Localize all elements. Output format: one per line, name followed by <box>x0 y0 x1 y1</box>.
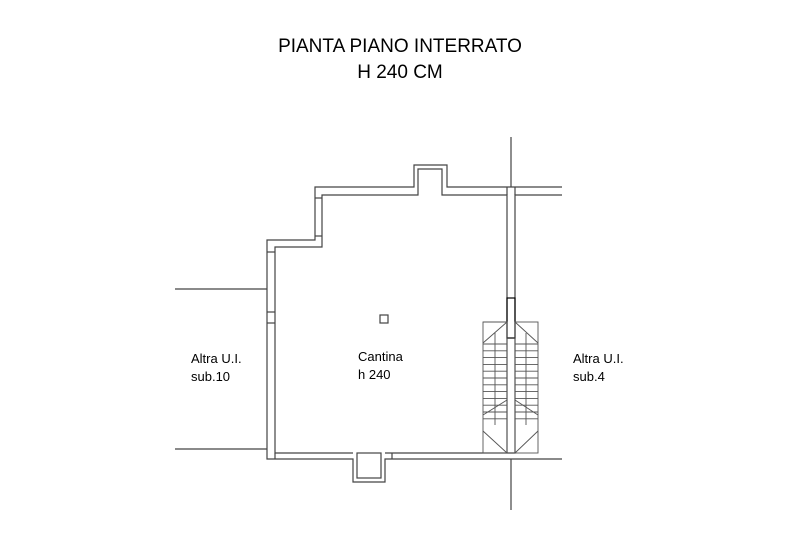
stair-divider <box>506 297 516 339</box>
plan-height: H 240 CM <box>357 62 443 83</box>
room-name: Altra U.I. <box>573 351 624 366</box>
room-label-cantina: Cantina h 240 <box>358 348 403 384</box>
pillar <box>379 314 389 324</box>
wall-inner <box>385 194 562 454</box>
room-name: Cantina <box>358 349 403 364</box>
room-sub: sub.10 <box>191 369 231 384</box>
room-sub: sub.4 <box>573 369 605 384</box>
wall-inner-2 <box>274 168 508 454</box>
plan-title: PIANTA PIANO INTERRATO <box>278 36 522 57</box>
room-name: Altra U.I. <box>191 351 242 366</box>
wall-outer <box>266 164 562 483</box>
staircase <box>482 321 539 454</box>
room-label-altra-ui-sub4: Altra U.I. sub.4 <box>573 350 624 386</box>
room-label-altra-ui-sub10: Altra U.I. sub.10 <box>191 350 242 386</box>
bottom-bump-inner <box>356 452 382 479</box>
room-height: h 240 <box>358 367 391 382</box>
